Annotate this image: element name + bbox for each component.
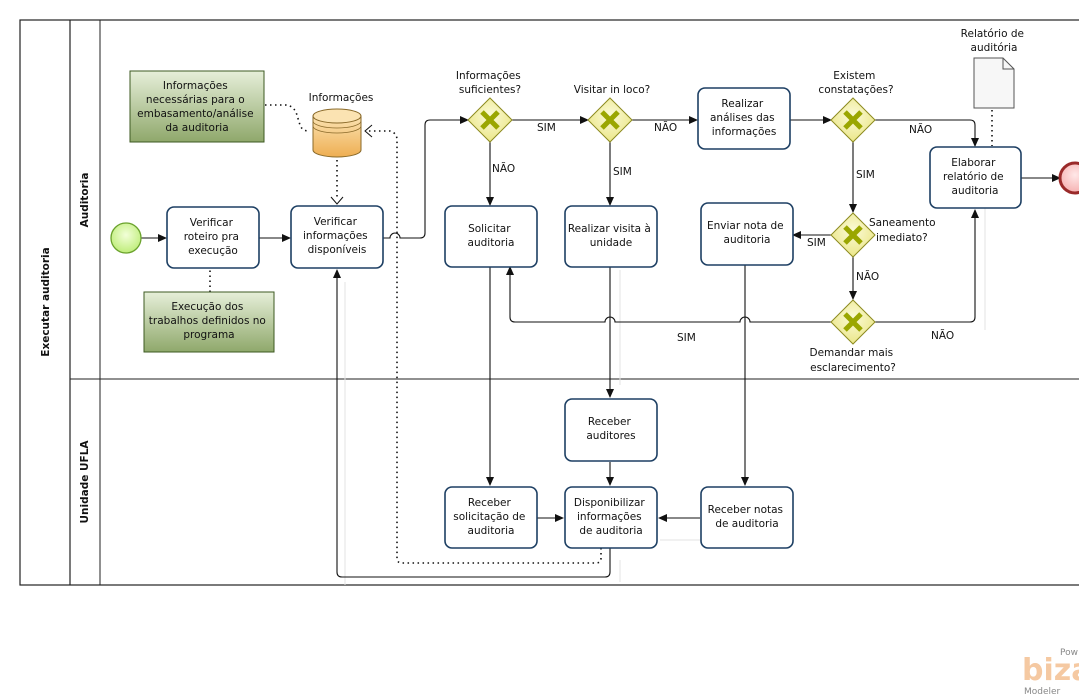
gateway-visitar-in-loco[interactable]: Visitar in loco? xyxy=(574,84,650,143)
gateway-label: Informações suficientes? xyxy=(456,70,524,96)
task-receber-auditores[interactable]: Receber auditores xyxy=(564,398,658,462)
task-realizar-analises[interactable]: Realizar análises das informações xyxy=(697,87,791,150)
assoc-arrowhead-down xyxy=(330,196,344,205)
associations xyxy=(209,104,993,564)
lane-label-unidade: Unidade UFLA xyxy=(79,440,91,524)
gateway-existem-constatacoes[interactable]: Existem constatações? xyxy=(818,70,894,143)
svg-text:Enviar nota de auditoria: Enviar nota de auditoria xyxy=(707,220,787,246)
assoc-arrowhead-left xyxy=(364,124,373,138)
task-elaborar-relatorio[interactable]: Elaborar relatório de auditoria xyxy=(929,146,1022,209)
flow-label-sim: SIM xyxy=(613,166,632,178)
svg-text:Realizar análises das: Realizar análises das informações xyxy=(710,98,778,138)
task-enviar-nota[interactable]: Enviar nota de auditoria xyxy=(700,202,794,266)
svg-text:Realizar visita à unidad: Realizar visita à unidade xyxy=(568,223,654,249)
flow-label-sim: SIM xyxy=(807,237,826,249)
task-verificar-informacoes[interactable]: Verificar informações disponíveis xyxy=(290,205,384,269)
task-realizar-visita[interactable]: Realizar visita à unidade xyxy=(564,205,658,268)
document-relatorio[interactable]: Relatório de auditória xyxy=(961,28,1028,109)
task-receber-solicitacao[interactable]: Receber solicitação de auditoria xyxy=(444,486,538,549)
note-informacoes-necessarias: Informações necessárias para o embasamen… xyxy=(129,70,265,143)
document-label: Relatório de auditória xyxy=(961,28,1028,54)
gateway-saneamento-imediato[interactable]: Saneamento imediato? xyxy=(830,212,939,258)
flow-label-nao: NÃO xyxy=(931,329,954,342)
flow-labels: SIM NÃO NÃO SIM NÃO SIM SIM NÃO SIM NÃO xyxy=(492,121,954,344)
end-event[interactable] xyxy=(1058,161,1079,195)
task-verificar-roteiro[interactable]: Verificar roteiro pra execução xyxy=(166,206,260,269)
task-receber-notas[interactable]: Receber notas de auditoria xyxy=(700,486,794,549)
gateway-label: Existem constatações? xyxy=(818,70,893,96)
gateway-label: Saneamento imediato? xyxy=(869,217,939,244)
task-disponibilizar-informacoes[interactable]: Disponibilizar informações de auditoria xyxy=(564,486,658,549)
gateway-demandar-esclarecimento[interactable]: Demandar mais esclarecimento? xyxy=(809,299,896,374)
svg-text:Modeler: Modeler xyxy=(1024,687,1061,697)
flow-label-sim: SIM xyxy=(856,169,875,181)
flow-g5-solicitar xyxy=(506,266,831,323)
svg-text:Solicitar auditoria: Solicitar auditoria xyxy=(468,223,515,249)
note-execucao: Execução dos trabalhos definidos no prog… xyxy=(143,291,275,353)
pool-label: Executar auditoria xyxy=(40,247,52,356)
flow-label-sim: SIM xyxy=(537,122,556,134)
bizagi-watermark: Pow biza Modeler xyxy=(1022,648,1079,697)
lane-label-auditoria: Auditoria xyxy=(79,173,91,228)
start-event[interactable] xyxy=(110,222,142,254)
flow-label-sim: SIM xyxy=(677,332,696,344)
sequence-flows xyxy=(141,116,1061,578)
datastore-informacoes[interactable]: Informações xyxy=(309,92,374,158)
flow-label-nao: NÃO xyxy=(492,162,515,175)
datastore-label: Informações xyxy=(309,92,374,104)
svg-text:biza: biza xyxy=(1022,653,1079,688)
svg-text:Informações necessárias: Informações necessárias para o embasamen… xyxy=(137,80,257,134)
svg-text:Elaborar relatório de: Elaborar relatório de auditoria xyxy=(943,157,1007,197)
gateway-label: Demandar mais esclarecimento? xyxy=(809,347,896,374)
flow-label-nao: NÃO xyxy=(909,123,932,136)
task-solicitar-auditoria[interactable]: Solicitar auditoria xyxy=(444,205,538,268)
flow-label-nao: NÃO xyxy=(856,270,879,283)
svg-text:Disponibilizar informaçõ: Disponibilizar informações de auditoria xyxy=(574,497,648,537)
flow-g3-elaborar xyxy=(875,119,979,147)
connector-shadows xyxy=(344,170,986,585)
flow-info-g1 xyxy=(383,116,469,239)
svg-text:Execução dos trabalhos d: Execução dos trabalhos definidos no prog… xyxy=(149,301,269,341)
svg-text:Receber notas de auditor: Receber notas de auditoria xyxy=(708,504,787,530)
gateway-label: Visitar in loco? xyxy=(574,84,650,96)
assoc-disp-datastore xyxy=(368,130,602,564)
svg-text:Pow: Pow xyxy=(1060,648,1078,658)
gateway-informacoes-suficientes[interactable]: Informações suficientes? xyxy=(456,70,524,143)
flow-g5-elaborar xyxy=(875,209,979,323)
svg-text:Receber solicitação de: Receber solicitação de auditoria xyxy=(453,497,528,537)
svg-text:Receber auditores: Receber auditores xyxy=(586,416,635,442)
flow-disp-verificar xyxy=(333,269,611,578)
flow-label-nao: NÃO xyxy=(654,121,677,134)
svg-text:Verificar roteiro pra: Verificar roteiro pra execução xyxy=(184,217,243,257)
svg-text:Verificar informações: Verificar informações disponíveis xyxy=(303,216,371,256)
